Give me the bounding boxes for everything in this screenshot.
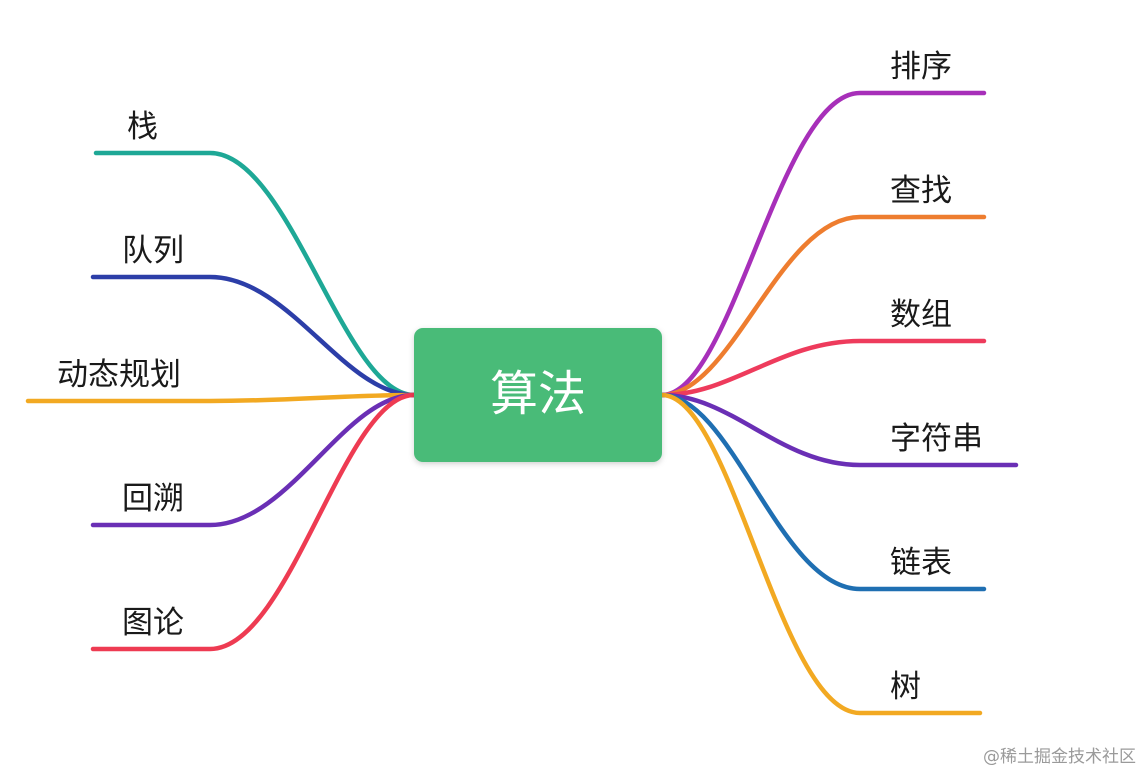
branch-left-0[interactable]: 栈 — [93, 109, 417, 398]
branch-line-right-5 — [659, 392, 983, 716]
branch-label-left-1: 队列 — [122, 233, 184, 269]
root-node[interactable]: 算法 — [414, 328, 662, 462]
branch-label-left-0: 栈 — [127, 109, 158, 145]
watermark: @稀土掘金技术社区 — [983, 747, 1136, 767]
branch-label-right-4: 链表 — [890, 545, 952, 581]
branch-right-5[interactable]: 树 — [659, 392, 983, 716]
root-node-label: 算法 — [490, 366, 586, 422]
branch-left-4[interactable]: 图论 — [90, 392, 417, 652]
branch-right-4[interactable]: 链表 — [659, 392, 987, 592]
branch-line-right-3 — [659, 392, 1019, 468]
branch-line-right-1 — [659, 214, 987, 398]
branch-line-right-4 — [659, 392, 987, 592]
branch-left-1[interactable]: 队列 — [90, 233, 417, 398]
branch-line-right-2 — [659, 338, 987, 398]
branch-line-left-2 — [25, 392, 417, 404]
branch-right-3[interactable]: 字符串 — [659, 392, 1019, 468]
branch-line-left-4 — [90, 392, 417, 652]
branch-right-2[interactable]: 数组 — [659, 297, 987, 398]
branch-left-3[interactable]: 回溯 — [90, 392, 417, 528]
branch-label-right-2: 数组 — [890, 297, 952, 333]
branch-line-right-0 — [659, 90, 987, 398]
branch-line-left-3 — [90, 392, 417, 528]
branch-right-1[interactable]: 查找 — [659, 173, 987, 398]
branch-right-0[interactable]: 排序 — [659, 49, 987, 398]
branch-label-left-3: 回溯 — [122, 481, 184, 517]
branch-line-left-1 — [90, 274, 417, 398]
branch-label-right-0: 排序 — [890, 49, 952, 85]
branch-label-left-2: 动态规划 — [57, 357, 181, 393]
branch-left-2[interactable]: 动态规划 — [25, 357, 417, 404]
branch-line-left-0 — [93, 150, 417, 398]
branch-label-right-1: 查找 — [890, 173, 952, 209]
branch-label-left-4: 图论 — [122, 605, 184, 641]
branch-label-right-5: 树 — [890, 669, 921, 705]
root-node-box[interactable] — [414, 328, 662, 462]
branch-label-right-3: 字符串 — [890, 421, 983, 457]
